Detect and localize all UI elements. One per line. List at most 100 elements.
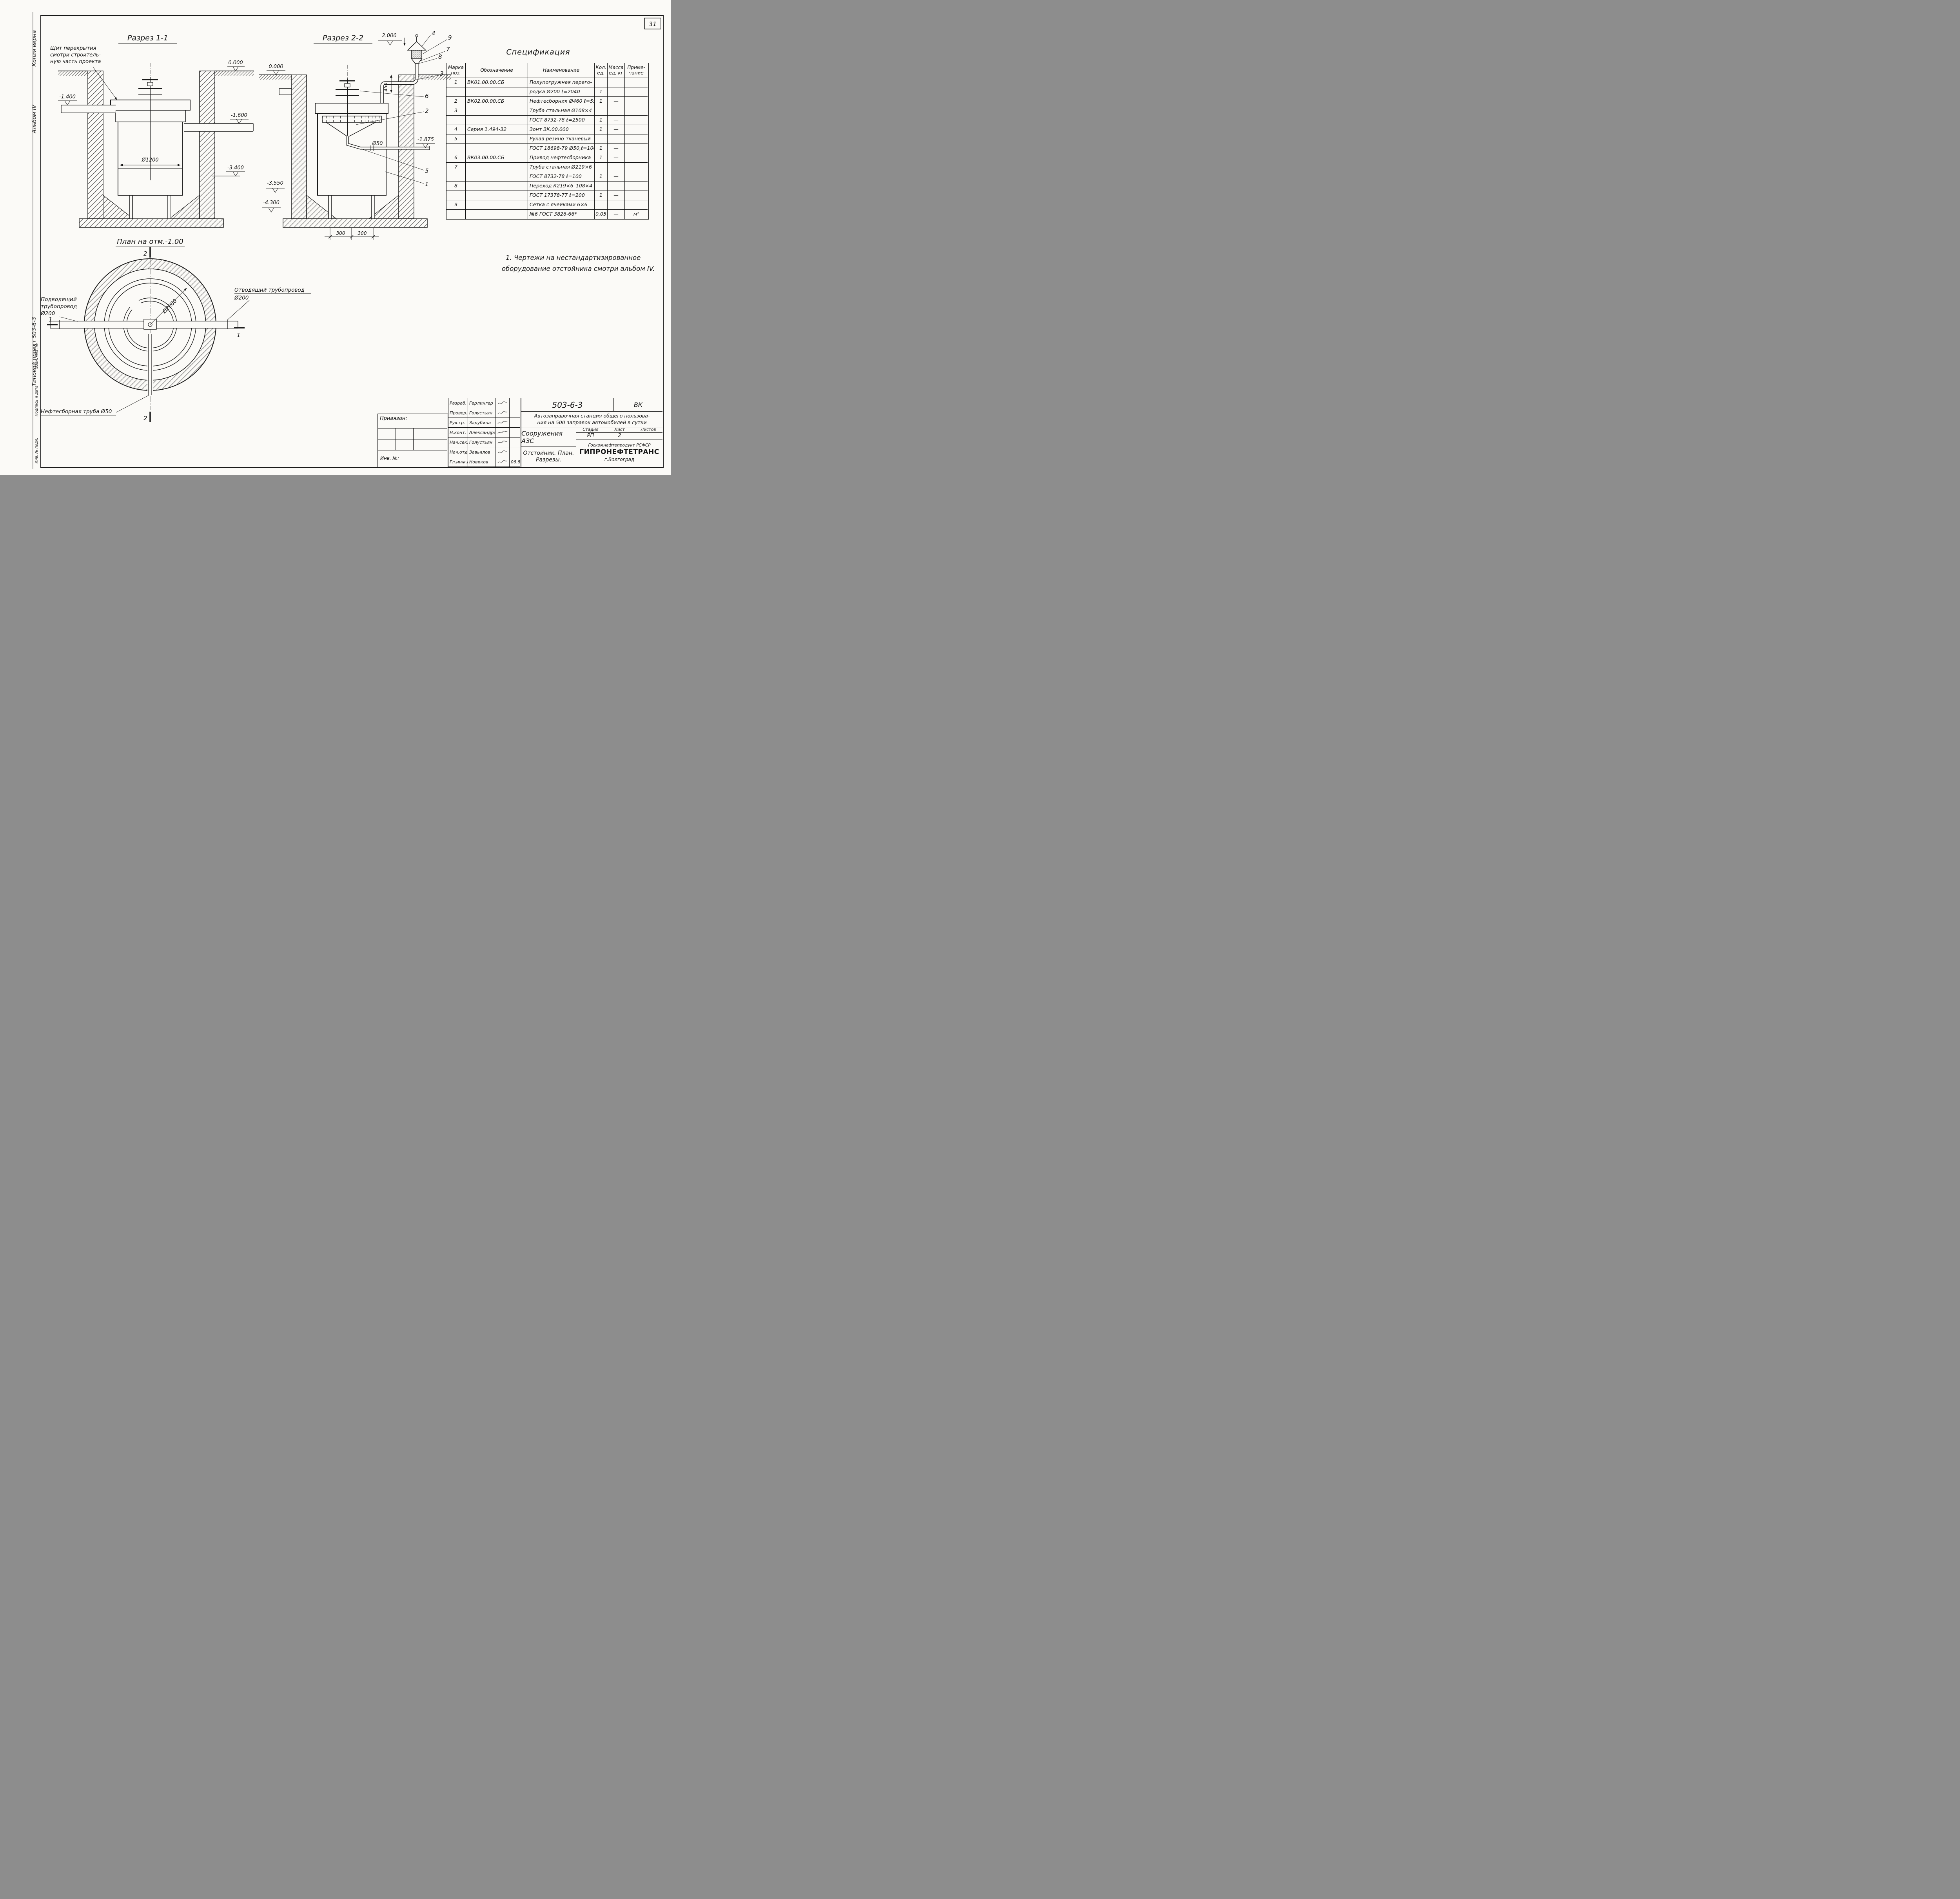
spec-header-name: Наименование bbox=[528, 63, 595, 78]
spec-cell-note bbox=[625, 87, 648, 97]
spec-cell-qty bbox=[595, 78, 608, 87]
svg-text:300: 300 bbox=[358, 231, 367, 236]
spec-cell-mass: — bbox=[608, 172, 625, 182]
signature-role: Нач.сек. bbox=[448, 438, 468, 447]
spec-cell-mark bbox=[446, 116, 466, 125]
header-text: ед, кг bbox=[609, 70, 623, 76]
sheet-label: Лист bbox=[605, 427, 634, 433]
header-text: Кол. bbox=[595, 64, 606, 70]
spec-cell-mass bbox=[608, 134, 625, 144]
spec-cell-code bbox=[466, 210, 528, 219]
signature-scribble bbox=[495, 418, 510, 428]
spec-cell-code bbox=[466, 172, 528, 182]
drawing-sheet: 31 bbox=[0, 0, 671, 475]
drawing-canvas: 31 bbox=[33, 12, 664, 469]
organization: Госкомнефтепродукт РСФСР ГИПРОНЕФТЕТРАНС… bbox=[576, 439, 662, 466]
spec-cell-mark: 6 bbox=[446, 153, 466, 163]
spec-cell-mark: 7 bbox=[446, 163, 466, 172]
spec-cell-mark: 5 bbox=[446, 134, 466, 144]
signature-name: Александрова bbox=[468, 428, 495, 438]
spec-cell-mass bbox=[608, 106, 625, 116]
spec-cell-mass bbox=[608, 200, 625, 210]
spec-cell-qty: 1 bbox=[595, 191, 608, 200]
signature-name: Новиков bbox=[468, 457, 495, 467]
svg-text:Ø1200: Ø1200 bbox=[141, 157, 158, 163]
spec-cell-note bbox=[625, 182, 648, 191]
svg-text:8: 8 bbox=[438, 53, 442, 60]
spec-cell-mass bbox=[608, 182, 625, 191]
svg-text:7: 7 bbox=[446, 46, 450, 53]
spec-cell-mark: 9 bbox=[446, 200, 466, 210]
inventory-label: Инв. №: bbox=[380, 456, 399, 461]
spec-header-qty: Кол. ед. bbox=[595, 63, 608, 78]
title-block-main: 503-6-3 ВК Автозаправочная станция общег… bbox=[521, 398, 663, 467]
spec-cell-name: родка Ø200 ℓ=2040 bbox=[528, 87, 595, 97]
document-number: 503-6-3 bbox=[521, 398, 614, 412]
spec-cell-qty bbox=[595, 134, 608, 144]
section-1-drawing bbox=[58, 63, 254, 228]
header-text: Наименование bbox=[543, 67, 580, 73]
signature-name: Зарубина bbox=[468, 418, 495, 428]
svg-text:450: 450 bbox=[383, 82, 388, 91]
header-text: поз. bbox=[451, 70, 461, 76]
spec-cell-note bbox=[625, 163, 648, 172]
side-stamp-inv: Инв. № подл. bbox=[34, 438, 39, 463]
spec-cell-name: Переход К219×6–108×4 bbox=[528, 182, 595, 191]
spec-cell-mark bbox=[446, 210, 466, 219]
svg-text:Ø2000: Ø2000 bbox=[161, 298, 178, 315]
spec-cell-code bbox=[466, 87, 528, 97]
spec-cell-name: №6 ГОСТ 3826-66* bbox=[528, 210, 595, 219]
spec-cell-note bbox=[625, 191, 648, 200]
spec-header-note: Приме- чание bbox=[625, 63, 648, 78]
spec-cell-mass: — bbox=[608, 153, 625, 163]
svg-text:3: 3 bbox=[440, 70, 444, 77]
svg-text:2: 2 bbox=[143, 250, 147, 257]
spec-cell-code bbox=[466, 200, 528, 210]
signature-scribble bbox=[495, 438, 510, 447]
stage-grid: Стадия Лист Листов РП 2 bbox=[576, 427, 662, 439]
general-note-line2: оборудование отстойника смотри альбом IV… bbox=[502, 265, 655, 273]
spec-cell-qty: 1 bbox=[595, 125, 608, 134]
sheets-value bbox=[634, 433, 662, 439]
spec-cell-name: ГОСТ 8732-78 ℓ=100 bbox=[528, 172, 595, 182]
spec-cell-mass: — bbox=[608, 116, 625, 125]
svg-text:Ø200: Ø200 bbox=[234, 295, 249, 301]
svg-text:1: 1 bbox=[49, 316, 53, 323]
spec-cell-qty bbox=[595, 163, 608, 172]
spec-cell-code bbox=[466, 116, 528, 125]
signature-role: Провер. bbox=[448, 408, 468, 418]
svg-text:трубопровод: трубопровод bbox=[41, 303, 77, 310]
note-line: ную часть проекта bbox=[50, 58, 101, 65]
project-name-line1: Автозаправочная станция общего пользова- bbox=[534, 412, 650, 419]
spec-cell-note bbox=[625, 125, 648, 134]
spec-cell-code bbox=[466, 106, 528, 116]
spec-cell-name: Труба стальная Ø219×6 bbox=[528, 163, 595, 172]
spec-title: Спецификация bbox=[506, 48, 570, 56]
spec-table: Марка поз. Обозначение Наименование Кол.… bbox=[446, 63, 649, 220]
sheet-name: Отстойник. План. Разрезы. bbox=[521, 447, 576, 467]
sheet-name-line1: Отстойник. План. bbox=[523, 450, 574, 456]
svg-text:0.000: 0.000 bbox=[228, 60, 243, 66]
spec-cell-name: Полупогружная перего- bbox=[528, 78, 595, 87]
signature-role: Нач.отд. bbox=[448, 447, 468, 457]
section-2-callouts: 4 9 7 8 3 6 2 5 1 bbox=[425, 30, 452, 188]
spec-cell-mark: 1 bbox=[446, 78, 466, 87]
signature-scribble bbox=[495, 408, 510, 418]
side-album-label: Альбом IV bbox=[31, 105, 38, 133]
spec-cell-note: м² bbox=[625, 210, 648, 219]
spec-cell-mark bbox=[446, 191, 466, 200]
header-text: чание bbox=[629, 70, 644, 76]
spec-cell-note bbox=[625, 200, 648, 210]
signature-role: Гл.инж.пр. bbox=[448, 457, 468, 467]
spec-cell-qty: 0,05 bbox=[595, 210, 608, 219]
spec-cell-code bbox=[466, 182, 528, 191]
signature-scribble bbox=[495, 447, 510, 457]
org-name: ГИПРОНЕФТЕТРАНС bbox=[579, 448, 659, 456]
section-2-title: Разрез 2-2 bbox=[314, 34, 372, 44]
spec-cell-mass: — bbox=[608, 125, 625, 134]
signature-date bbox=[510, 408, 520, 418]
spec-cell-mark: 3 bbox=[446, 106, 466, 116]
spec-header-code: Обозначение bbox=[466, 63, 528, 78]
svg-text:6: 6 bbox=[425, 93, 429, 100]
